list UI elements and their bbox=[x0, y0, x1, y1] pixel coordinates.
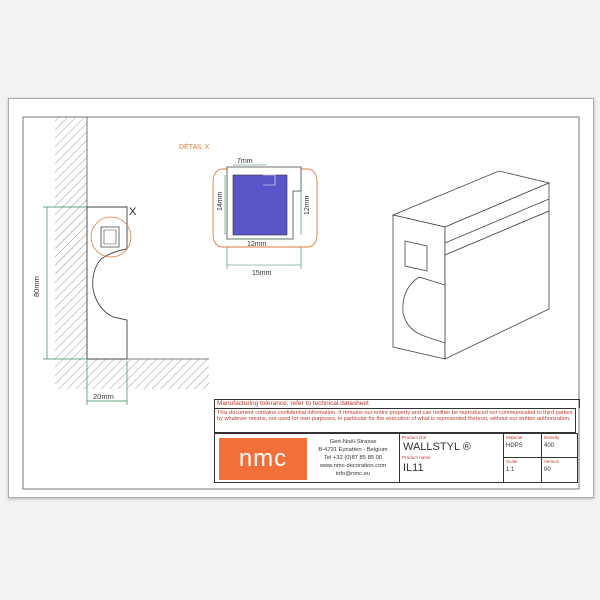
technical-drawing: X 80mm 20mm DÉTAIL X bbox=[22, 116, 580, 490]
address-line: Gert-Noël-Strasse bbox=[329, 439, 377, 445]
product-line-label: Product line bbox=[402, 435, 427, 440]
led-strip bbox=[232, 174, 288, 236]
density-cell: Density 400 bbox=[541, 434, 577, 458]
title-block: Manufacturing tolerance: refer to techni… bbox=[214, 399, 580, 489]
address-line: B-4731 Eynatten - Belgium bbox=[318, 447, 388, 453]
width-dimension bbox=[86, 361, 128, 405]
profile-section bbox=[86, 206, 132, 360]
detail-circle bbox=[90, 216, 132, 258]
width-label: 20mm bbox=[93, 392, 114, 401]
detail-marker: X bbox=[129, 206, 137, 218]
scale-value: 1:1 bbox=[506, 467, 515, 473]
product-cell: Product line WALLSTYL ® Product name IL1… bbox=[399, 434, 503, 482]
drawing-sheet: X 80mm 20mm DÉTAIL X bbox=[8, 98, 594, 498]
density-value: 400 bbox=[544, 443, 555, 449]
title-block-main: nmc Gert-Noël-Strasse B-4731 Eynatten - … bbox=[214, 433, 578, 483]
density-label: Density bbox=[544, 435, 560, 440]
address-line: www.nmc-decoration.com bbox=[319, 463, 387, 469]
tolerance-note: Manufacturing tolerance: refer to techni… bbox=[214, 399, 580, 408]
version-value: 00 bbox=[544, 467, 551, 473]
material-label: Material bbox=[506, 435, 523, 440]
dim-14mm: 14mm bbox=[217, 191, 224, 211]
nmc-logo: nmc bbox=[219, 438, 307, 480]
detail-title: DÉTAIL X bbox=[179, 142, 210, 151]
dim-12mm-right: 12mm bbox=[304, 195, 311, 215]
address-line: info@nmc.eu bbox=[335, 471, 371, 477]
height-dimension bbox=[43, 206, 87, 360]
dim-12mm-bottom: 12mm bbox=[247, 241, 267, 248]
address-line: Tel +32 (0)87 85 85 00 bbox=[323, 455, 383, 461]
dim-15mm: 15mm bbox=[252, 270, 272, 277]
wall-section bbox=[55, 117, 209, 389]
product-name: IL11 bbox=[403, 462, 424, 474]
detail-view bbox=[212, 166, 318, 248]
dim-7mm: 7mm bbox=[237, 158, 253, 165]
version-cell: Version 00 bbox=[541, 458, 577, 482]
scale-label: Scale bbox=[506, 459, 518, 464]
height-label: 80mm bbox=[32, 276, 41, 297]
version-label: Version bbox=[544, 459, 560, 464]
product-line: WALLSTYL ® bbox=[403, 441, 471, 453]
isometric-view bbox=[391, 170, 551, 360]
material-cell: Material HDPS bbox=[503, 434, 541, 458]
detail-dimensions bbox=[224, 164, 302, 269]
scale-cell: Scale 1:1 bbox=[503, 458, 541, 482]
material-value: HDPS bbox=[506, 443, 523, 449]
company-address: Gert-Noël-Strasse B-4731 Eynatten - Belg… bbox=[311, 438, 395, 478]
product-name-label: Product name bbox=[402, 455, 431, 460]
inner-frame bbox=[22, 116, 580, 490]
confidential-note: This document contains confidential info… bbox=[214, 408, 576, 433]
